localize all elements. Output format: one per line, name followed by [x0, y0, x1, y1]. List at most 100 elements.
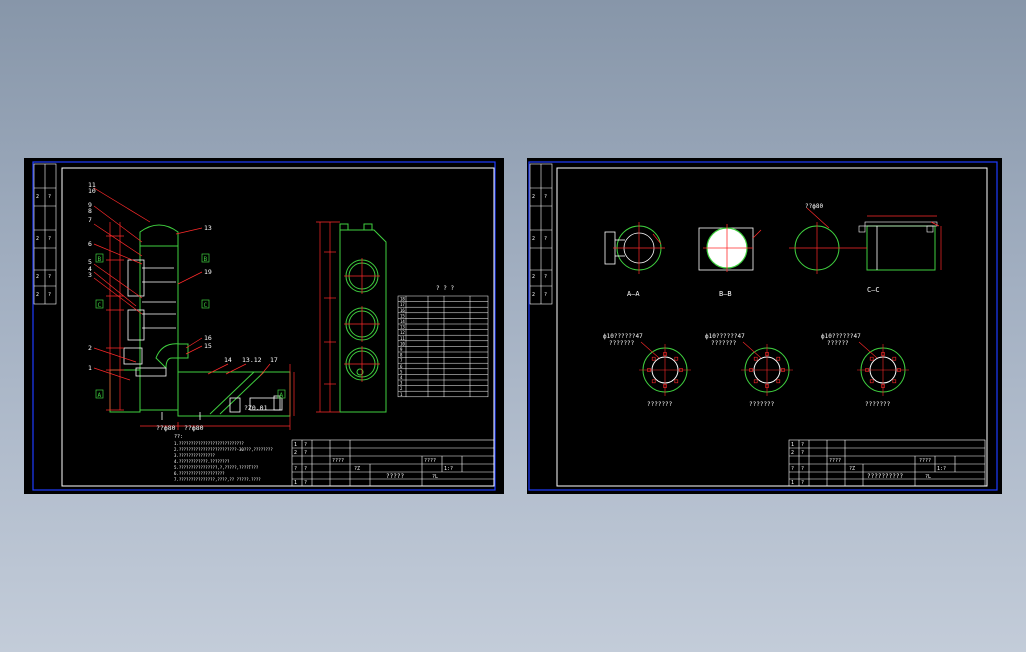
- inner-frame: [61, 167, 495, 487]
- view-c-c: ??ф80 C—C: [789, 203, 942, 294]
- callout-left-4: 7: [88, 216, 92, 224]
- outer-frame-right: [528, 161, 998, 491]
- svg-text:?: ?: [304, 442, 307, 448]
- svg-text:?: ?: [48, 236, 51, 242]
- pipe-label-1: ??ф80: [184, 424, 204, 432]
- note-1: 1.???????????????????????????: [174, 441, 244, 446]
- section-mark-2: C: [98, 302, 102, 309]
- flange-bottom-label-3: ???????: [865, 401, 891, 408]
- parts-row-number: 16: [400, 308, 405, 313]
- note-4: 4.????????????.????????: [174, 459, 230, 464]
- section-mark-0: B: [98, 256, 102, 263]
- svg-text:2: 2: [294, 450, 297, 456]
- drawing-title: ?????: [386, 473, 404, 480]
- flange-top-label-3: ф10??????47: [821, 333, 861, 340]
- svg-text:2: 2: [532, 292, 535, 298]
- title-row1: ????: [332, 458, 344, 464]
- tank-diagonal: [209, 371, 255, 415]
- parts-row-number: 10: [400, 341, 405, 346]
- title-mark-right: ?L: [925, 474, 931, 480]
- flange-top-label-2: ф10??????47: [705, 333, 745, 340]
- note-7: 7.???????????????,????,?? ?????.????: [174, 477, 261, 482]
- svg-text:2: 2: [36, 274, 39, 280]
- tower-front-view: [316, 221, 387, 413]
- title-scale-right: 1:?: [937, 466, 946, 472]
- note-3: 3.???????????????: [174, 453, 216, 458]
- tank-box-label: ?Z0.01: [244, 404, 268, 412]
- svg-text:?: ?: [48, 274, 51, 280]
- callout-left-2: 9: [88, 201, 92, 209]
- note-2: 2.????????????????????????-30???,???????…: [174, 447, 273, 452]
- svg-text:1: 1: [294, 442, 297, 448]
- svg-text:?: ?: [801, 450, 804, 456]
- flange-sub-label-2: ???????: [711, 340, 737, 347]
- parts-row-number: 6: [400, 364, 403, 369]
- svg-text:?: ?: [544, 194, 547, 200]
- section-mark-4: A: [98, 392, 102, 399]
- flange-detail-1: ф10??????47??????????????: [603, 333, 691, 408]
- callout-right-0: 13: [204, 224, 212, 232]
- svg-text:?: ?: [48, 292, 51, 298]
- technical-notes: ??: 1.??????????????????????????? 2.????…: [174, 434, 273, 482]
- title-block-right: 1? 2? ?? 1? ???? ???? ?Z ?????????? 1:? …: [788, 439, 986, 487]
- revision-strip-right: [529, 163, 553, 305]
- title-block-left: 1? 2? ?? 1? ???? ???? ?Z ????? 1:? ?L: [291, 439, 495, 487]
- parts-row-number: 11: [400, 336, 405, 341]
- svg-text:2: 2: [532, 236, 535, 242]
- svg-text:2: 2: [532, 274, 535, 280]
- callout-left-9: 2: [88, 344, 92, 352]
- drawing-sheet-left: 2? 2? 2? 2?: [24, 158, 504, 494]
- flange-detail-2: ф10??????47??????????????: [705, 333, 793, 408]
- callout-right-3: 15: [204, 342, 212, 350]
- svg-text:1: 1: [791, 480, 794, 486]
- callout-left-0: 11: [88, 181, 96, 189]
- outer-frame: [32, 161, 496, 491]
- parts-table-title: ? ? ?: [436, 285, 454, 292]
- svg-text:?: ?: [304, 480, 307, 486]
- parts-row-number: 9: [400, 347, 403, 352]
- flange-detail-3: ф10??????47?????????????: [821, 333, 909, 408]
- svg-text:2: 2: [36, 292, 39, 298]
- callout-left-8: 3: [88, 271, 92, 279]
- title-row2-right: ????: [919, 458, 931, 464]
- view-a-a: A—A: [604, 222, 665, 298]
- parts-row-number: 8: [400, 353, 403, 358]
- callout-right-1: 19: [204, 268, 212, 276]
- svg-text:?: ?: [48, 194, 51, 200]
- svg-text:2: 2: [36, 236, 39, 242]
- callout-right-5: 13.12: [242, 356, 262, 364]
- svg-text:?: ?: [544, 292, 547, 298]
- svg-text:?: ?: [801, 480, 804, 486]
- view-label-c: C—C: [867, 286, 880, 294]
- view-c-dim-label: ??ф80: [805, 203, 823, 210]
- drawing-title-right: ??????????: [867, 473, 904, 480]
- svg-text:2: 2: [791, 450, 794, 456]
- inlet-elbow: [155, 343, 189, 370]
- parts-row-number: 3: [400, 381, 403, 386]
- flange-bottom-label-2: ???????: [749, 401, 775, 408]
- title-scale: 1:?: [444, 466, 453, 472]
- flange-bottom-label-1: ???????: [647, 401, 673, 408]
- callout-right-6: 17: [270, 356, 278, 364]
- section-mark-5: A: [280, 392, 284, 399]
- vertical-dimension-chain: [93, 187, 295, 430]
- title-row2: ????: [424, 458, 436, 464]
- view-b-b: B—B: [698, 224, 762, 298]
- note-5: 5.????????????????,?,?????,????T???: [174, 465, 259, 470]
- left-sheet-svg: 2? 2? 2? 2?: [32, 161, 496, 491]
- svg-text:?: ?: [791, 466, 794, 472]
- svg-text:1: 1: [294, 480, 297, 486]
- flange-top-label-1: ф10??????47: [603, 333, 643, 340]
- svg-text:?: ?: [544, 274, 547, 280]
- flange-sub-label-1: ???????: [609, 340, 635, 347]
- svg-text:2: 2: [532, 194, 535, 200]
- svg-text:?: ?: [304, 466, 307, 472]
- parts-row-number: 15: [400, 313, 405, 318]
- section-mark-3: C: [204, 302, 208, 309]
- right-sheet-svg: 2? 2? 2? 2? A—A B—B: [528, 161, 998, 491]
- parts-row-number: 5: [400, 369, 403, 374]
- svg-text:2: 2: [36, 194, 39, 200]
- parts-row-number: 18: [400, 297, 405, 302]
